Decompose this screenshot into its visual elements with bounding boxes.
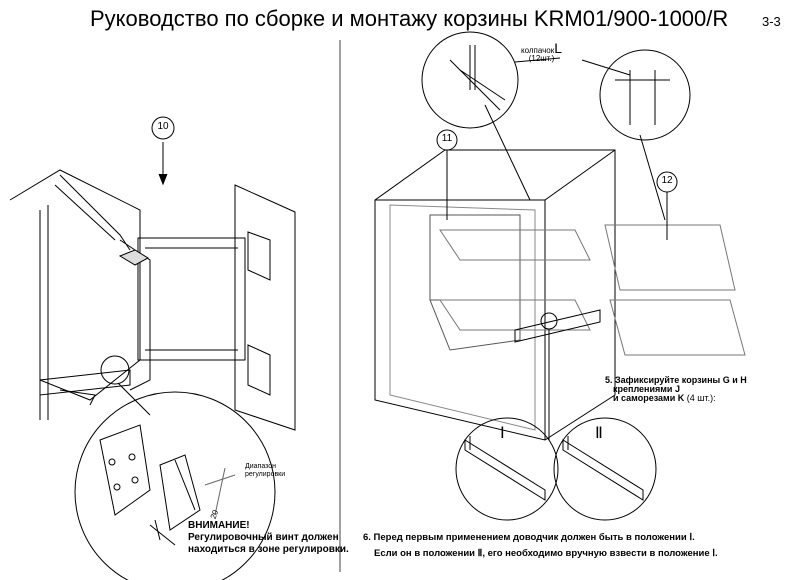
step-5-line: и саморезами K [613,393,685,403]
position-I-label: Ⅰ [500,425,505,442]
warning-block: ВНИМАНИЕ! Регулировочный винт должен нах… [188,520,349,556]
left-cabinet-drawing [9,116,296,580]
range-label-line: регулировки [245,471,286,478]
range-label-line: Диапазон [245,463,277,470]
page-title: Руководство по сборке и монтажу корзины … [90,6,729,31]
cap-detail-left [421,31,519,129]
position-I-detail [455,417,559,521]
cap-label: колпачокL (12шт.) [521,41,562,63]
position-II-label: Ⅱ [595,425,603,442]
step-6-text: 6. Перед первым применением доводчик дол… [363,530,718,562]
cap-label-text: колпачок [521,46,555,55]
part-11-label: 11 [441,133,453,144]
warning-line: Регулировочный винт должен [188,532,339,543]
step-6-line: 6. Перед первым применением доводчик дол… [363,532,695,543]
position-II-detail [553,417,657,521]
step-10-label: 10 [157,121,169,132]
detail-magnifier [74,391,276,580]
page-number: 3-3 [762,14,781,29]
right-cabinet-drawing [374,31,746,521]
cap-detail-right [599,49,691,141]
step-5-text: 5. Зафиксируйте корзины G и H креплениям… [605,376,747,403]
cap-qty: (12шт.) [528,54,555,63]
step-5-line: креплениями J [613,384,680,394]
step-5-line: 5. Зафиксируйте корзины G и H [605,375,747,385]
step-6-line: Если он в положении Ⅱ, его необходимо вр… [374,548,718,559]
step-10-marker [151,116,175,140]
warning-title: ВНИМАНИЕ! [188,520,250,531]
step-5-qty: (4 шт.): [686,393,716,403]
range-label: Диапазон регулировки [245,463,285,479]
part-12-label: 12 [661,175,673,186]
cap-letter: L [554,40,563,56]
warning-line: находиться в зоне регулировки. [188,544,349,555]
